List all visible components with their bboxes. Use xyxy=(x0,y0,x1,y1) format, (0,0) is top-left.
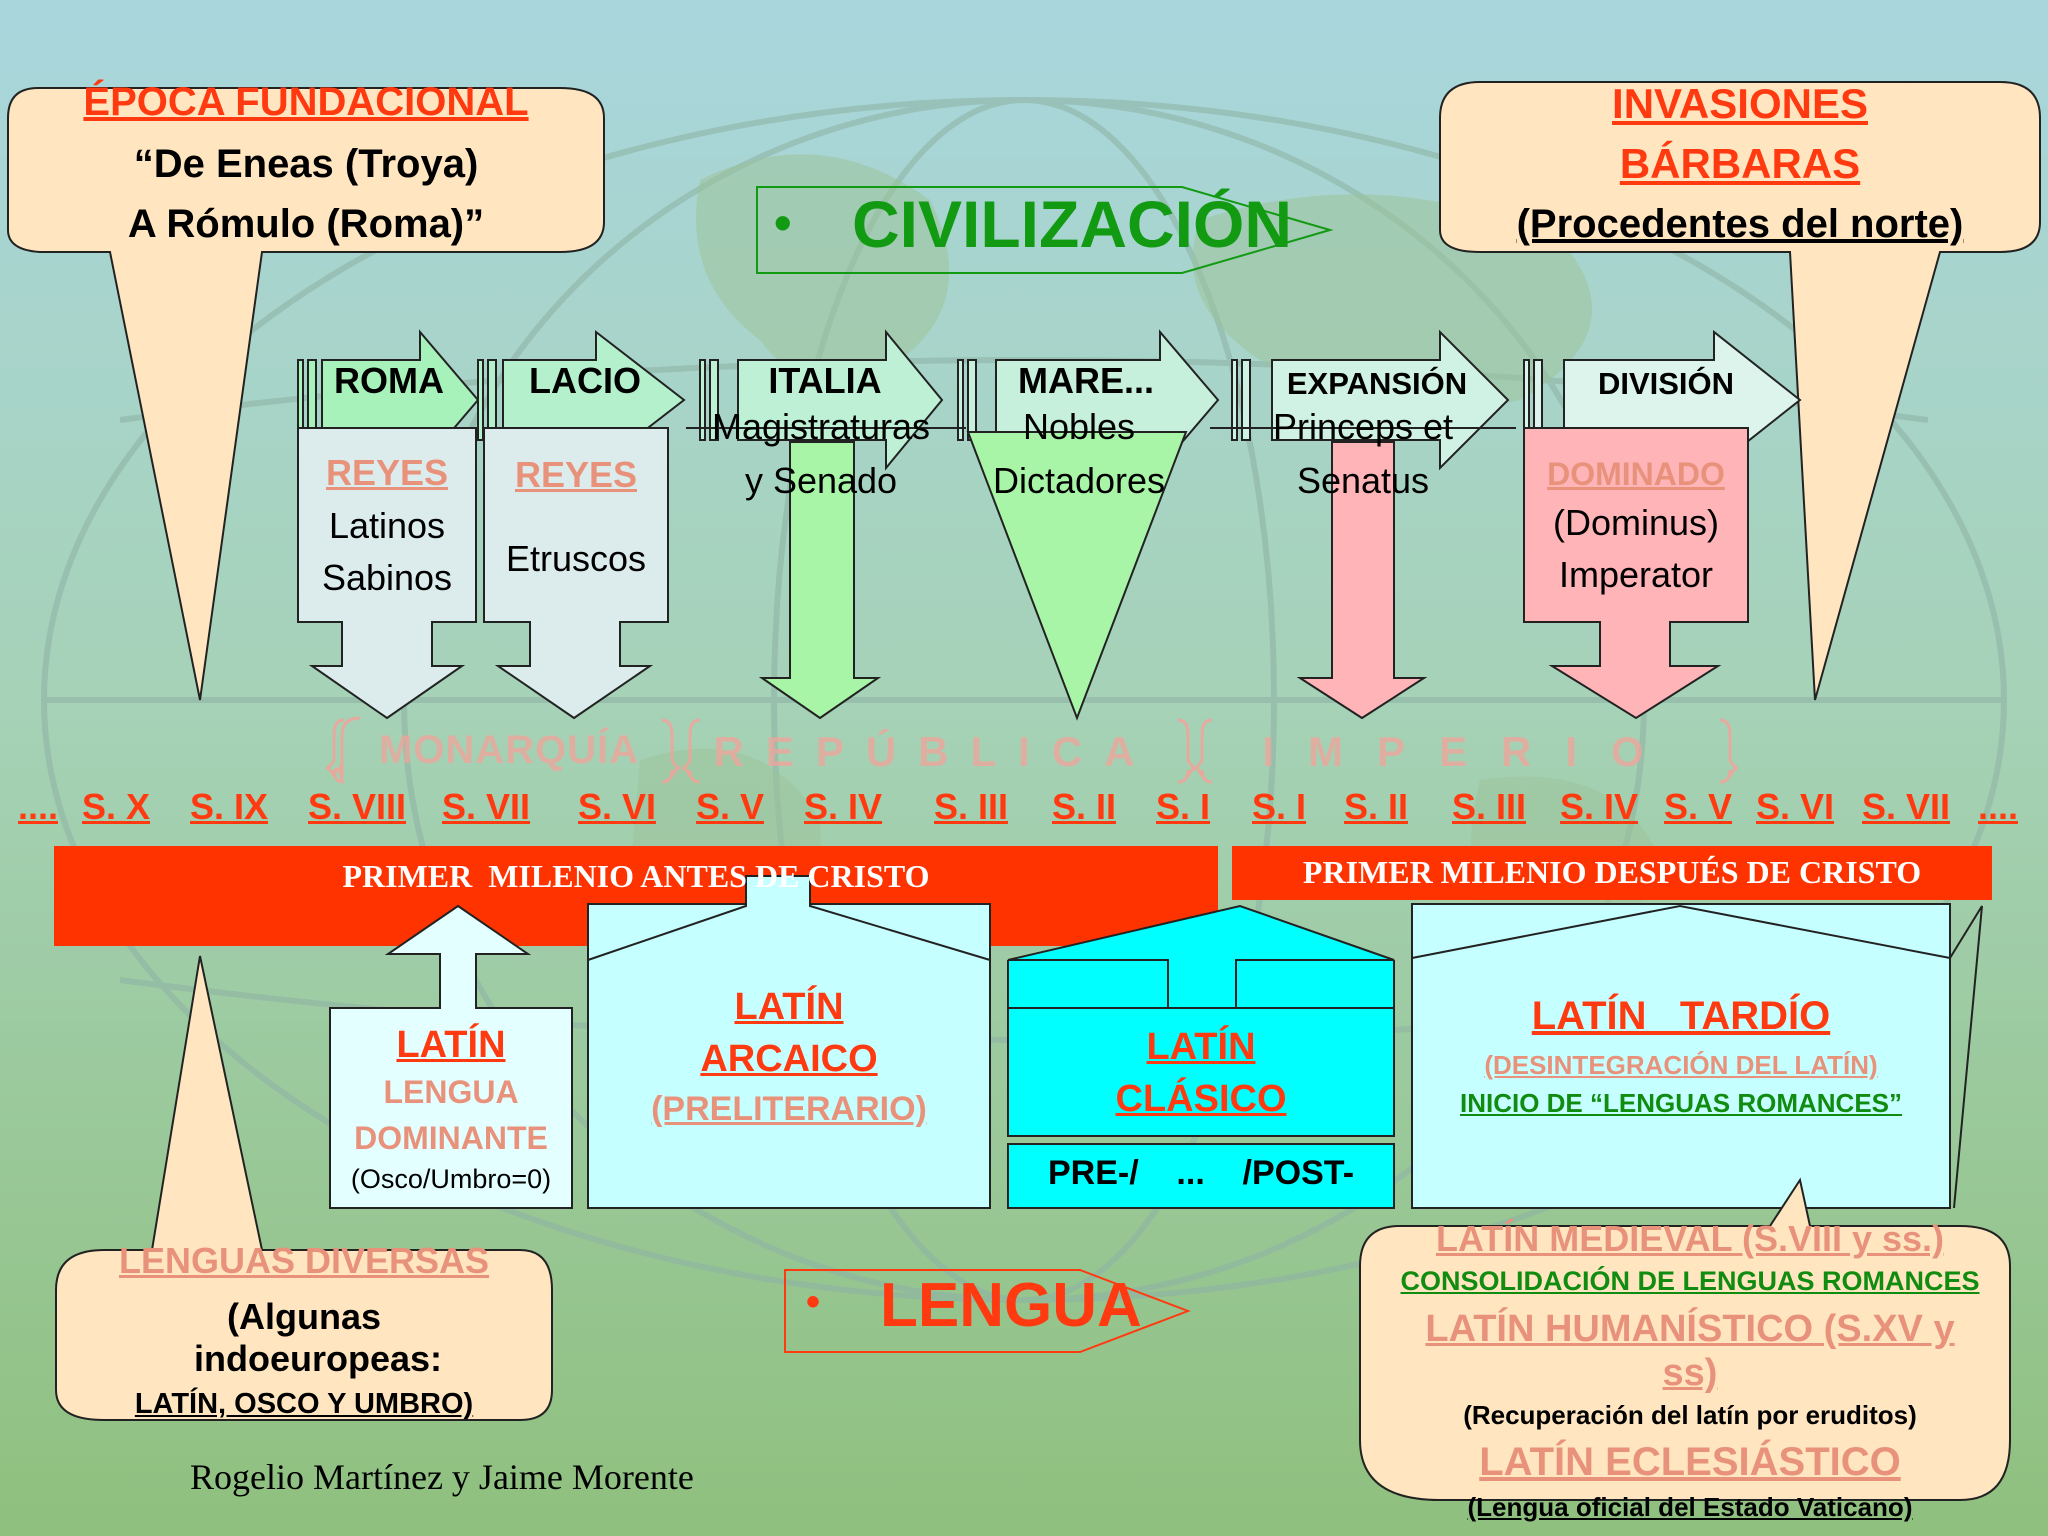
latin-tardio-line1: (DESINTEGRACIÓN DEL LATÍN) xyxy=(1484,1050,1878,1080)
stage-roma: ROMA xyxy=(334,360,444,401)
latin-arcaico-line2: ARCAICO xyxy=(700,1038,878,1080)
stage-expansion: EXPANSIÓN xyxy=(1286,366,1468,401)
stage-division: DIVISIÓN xyxy=(1597,366,1735,401)
milenio-dc-band xyxy=(1232,846,1992,900)
latin-medieval: LATÍN MEDIEVAL (S.VIII y ss.) xyxy=(1435,1218,1945,1259)
reyes-latinos-line1: Latinos xyxy=(328,505,446,546)
century-bc-6: S. VI xyxy=(578,786,657,827)
milenio-dc-label: PRIMER MILENIO DESPUÉS DE CRISTO xyxy=(1302,854,1922,890)
epoca-fundacional-callout xyxy=(7,87,605,701)
century-bc-10: S. X xyxy=(82,786,151,827)
lenguas-diversas-line2: indoeuropeas: xyxy=(193,1338,443,1379)
century-bc-7: S. VII xyxy=(442,786,531,827)
century-ad-4: S. IV xyxy=(1560,786,1639,827)
latin-tardio-line2: INICIO DE “LENGUAS ROMANCES” xyxy=(1459,1088,1903,1118)
princeps-line1: Princeps et xyxy=(1272,406,1454,447)
century-ad-2: S. II xyxy=(1344,786,1409,827)
epoca-fundacional-title: ÉPOCA FUNDACIONAL xyxy=(83,80,529,124)
reyes-etruscos-line1: Etruscos xyxy=(505,538,647,579)
century-bc-9: S. IX xyxy=(190,786,269,827)
century-ellipsis-right: .... xyxy=(1978,786,2019,827)
milenio-ac-label: PRIMER MILENIO ANTES DE CRISTO xyxy=(342,858,930,894)
invasiones-title-2: BÁRBARAS xyxy=(1619,140,1861,187)
language-boxes xyxy=(329,875,1983,1209)
stage-italia: ITALIA xyxy=(768,360,882,401)
nobles-line1: Nobles xyxy=(1022,406,1136,447)
reyes-latinos-line2: Sabinos xyxy=(321,557,453,598)
civilizacion-frame xyxy=(756,186,1334,274)
invasiones-callout xyxy=(1439,81,2041,701)
century-bc-5: S. V xyxy=(696,786,765,827)
century-ad-6: S. VI xyxy=(1756,786,1835,827)
estado-vaticano: (Lengua oficial del Estado Vaticano) xyxy=(1467,1492,1913,1522)
latin-dominante-title: LATÍN xyxy=(396,1024,506,1066)
invasiones-title-1: INVASIONES xyxy=(1612,80,1868,127)
lengua-bullet: • xyxy=(806,1280,821,1324)
century-ad-7: S. VII xyxy=(1862,786,1951,827)
latin-clasico-line1: LATÍN xyxy=(1146,1026,1256,1068)
latin-humanistico-2: ss) xyxy=(1662,1352,1718,1394)
consolidacion-romances: CONSOLIDACIÓN DE LENGUAS ROMANCES xyxy=(1400,1266,1980,1296)
dominado-title: DOMINADO xyxy=(1547,456,1725,492)
nobles-line2: Dictadores xyxy=(992,460,1166,501)
civilizacion-title: CIVILIZACIÓN xyxy=(852,187,1292,261)
reyes-etruscos-title: REYES xyxy=(514,454,638,495)
latin-humanistico-1: LATÍN HUMANÍSTICO (S.XV y xyxy=(1425,1308,1955,1350)
civilizacion-bullet: • xyxy=(774,195,792,251)
magistraturas-line1: Magistraturas xyxy=(711,406,931,447)
latin-tardio-title: LATÍN TARDÍO xyxy=(1531,994,1831,1038)
century-bc-2: S. II xyxy=(1052,786,1117,827)
period-monarquia: MONARQUÍA xyxy=(378,728,640,772)
government-boxes xyxy=(297,427,1749,721)
invasiones-subtitle: (Procedentes del norte) xyxy=(1516,202,1964,246)
reyes-latinos-title: REYES xyxy=(325,452,449,493)
stage-lacio: LACIO xyxy=(529,360,641,401)
recuperacion-eruditos: (Recuperación del latín por eruditos) xyxy=(1463,1400,1917,1430)
century-bc-3: S. III xyxy=(934,786,1009,827)
lenguas-diversas-title: LENGUAS DIVERSAS xyxy=(118,1240,490,1281)
century-ad-5: S. V xyxy=(1664,786,1733,827)
latin-clasico-line2: CLÁSICO xyxy=(1115,1078,1287,1120)
lenguas-diversas-callout xyxy=(55,955,553,1421)
period-republica: REPÚBLICA xyxy=(713,728,1157,775)
lengua-title: LENGUA xyxy=(880,1271,1142,1340)
stage-mare: MARE... xyxy=(1017,360,1154,401)
magistraturas-line2: y Senado xyxy=(744,460,898,501)
dominado-line2: Imperator xyxy=(1558,554,1714,595)
lenguas-diversas-line3: LATÍN, OSCO Y UMBRO) xyxy=(134,1388,474,1420)
century-bc-1: S. I xyxy=(1156,786,1211,827)
latin-dominante-note: (Osco/Umbro=0) xyxy=(350,1164,552,1194)
latin-clasico-prepost: PRE-/ ... /POST- xyxy=(1047,1154,1355,1192)
authors: Rogelio Martínez y Jaime Morente xyxy=(190,1457,694,1497)
period-brackets xyxy=(325,716,1739,784)
epoca-fundacional-line2: A Rómulo (Roma)” xyxy=(127,202,485,246)
latin-dominante-line1: LENGUA xyxy=(383,1074,519,1110)
century-ellipsis-left: .... xyxy=(18,786,59,827)
dominado-line1: (Dominus) xyxy=(1552,502,1720,543)
lengua-frame xyxy=(784,1269,1191,1353)
latin-arcaico-line3: (PRELITERARIO) xyxy=(651,1090,927,1128)
princeps-line2: Senatus xyxy=(1296,460,1430,501)
latin-dominante-line2: DOMINANTE xyxy=(354,1120,548,1156)
latin-eclesiastico: LATÍN ECLESIÁSTICO xyxy=(1479,1440,1901,1484)
latin-posterior-callout xyxy=(1359,1177,2011,1501)
lenguas-diversas-line1: (Algunas xyxy=(226,1296,381,1337)
epoca-fundacional-line1: “De Eneas (Troya) xyxy=(133,142,479,186)
period-imperio: IMPERIO xyxy=(1262,728,1678,775)
century-ad-1: S. I xyxy=(1252,786,1307,827)
century-ad-3: S. III xyxy=(1452,786,1527,827)
century-bc-4: S. IV xyxy=(804,786,883,827)
century-bc-8: S. VIII xyxy=(308,786,407,827)
latin-arcaico-line1: LATÍN xyxy=(734,986,844,1028)
